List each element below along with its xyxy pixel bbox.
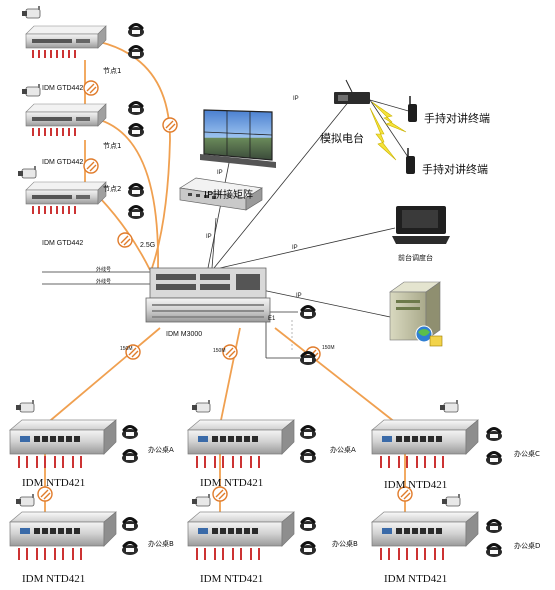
radio-icon xyxy=(334,79,370,104)
ip-links xyxy=(42,99,413,359)
phone-icon xyxy=(298,425,318,441)
camera-icon xyxy=(17,165,37,179)
phone-icon xyxy=(126,101,146,117)
console-label: 前台调度台 xyxy=(398,253,433,262)
e1-label: E1 xyxy=(268,316,276,322)
camera-icon xyxy=(191,493,211,507)
ntd-device-2: 办公桌B IDM NTD421 xyxy=(9,493,174,585)
camera-icon xyxy=(15,399,35,413)
gtd-device-a: 节点1 IDM GTD442 xyxy=(21,5,146,92)
phone-icon xyxy=(298,449,318,465)
phone-icon xyxy=(298,305,318,321)
ntd-3-model-label: IDM NTD421 xyxy=(200,477,263,489)
outer-line-2-label: 外线号 xyxy=(96,278,111,285)
camera-icon xyxy=(21,5,41,19)
fiber-right-label: 150M xyxy=(322,345,335,351)
console-icon xyxy=(392,206,450,244)
ip-wall-label: IP xyxy=(217,170,223,176)
phone-icon xyxy=(484,543,504,559)
radio-lightning xyxy=(369,101,407,161)
ring-speed-label: 2.5G xyxy=(140,242,155,249)
phone-icon xyxy=(126,23,146,39)
phone-icon xyxy=(120,425,140,441)
ntd-4-model-label: IDM NTD421 xyxy=(200,573,263,585)
video-wall-icon xyxy=(200,109,276,168)
fiber-mid-label: 150M xyxy=(213,348,226,354)
handheld-2-label: 手持对讲终端 xyxy=(422,162,488,176)
walkie-talkie-icon xyxy=(408,96,417,122)
ip-matrix-label: IP xyxy=(206,234,212,240)
ntd-2-desk-label: 办公桌B xyxy=(148,539,174,548)
ntd-device-3: 办公桌A IDM NTD421 xyxy=(187,399,356,489)
matrix-label: IP拼接矩阵 xyxy=(204,188,253,201)
ntd-2-model-label: IDM NTD421 xyxy=(22,573,85,585)
phone-icon xyxy=(126,123,146,139)
ntd-5-desk-label: 办公桌C xyxy=(514,449,540,458)
camera-icon xyxy=(15,493,35,507)
ntd-device-1: 办公桌A IDM NTD421 xyxy=(9,399,174,489)
fiber-left-label: 150M xyxy=(120,346,133,352)
ntd-3-desk-label: 办公桌A xyxy=(330,445,356,454)
server-icon xyxy=(389,281,443,347)
ntd-5-model-label: IDM NTD421 xyxy=(384,479,447,491)
phone-icon xyxy=(484,519,504,535)
radio-label: 模拟电台 xyxy=(320,131,364,145)
phone-icon xyxy=(298,541,318,557)
phone-icon xyxy=(120,541,140,557)
phone-icon xyxy=(126,205,146,221)
ip-console-label: IP xyxy=(292,245,298,251)
gtd-a-model-label: IDM GTD442 xyxy=(42,85,83,92)
gtd-c-node-label: 节点2 xyxy=(103,185,121,193)
camera-icon xyxy=(439,399,459,413)
outer-line-1-label: 外线号 xyxy=(96,266,111,273)
core-device: IDM M3000 xyxy=(145,267,271,338)
phone-icon xyxy=(298,517,318,533)
ip-server-label: IP xyxy=(296,293,302,299)
core-model-label: IDM M3000 xyxy=(166,331,202,338)
gtd-a-node-label: 节点1 xyxy=(103,67,121,75)
camera-icon xyxy=(21,83,41,97)
gtd-b-node-label: 节点1 xyxy=(103,142,121,150)
gtd-device-b: 节点1 IDM GTD442 xyxy=(21,83,146,166)
phone-icon xyxy=(126,183,146,199)
ntd-device-4: 办公桌B IDM NTD421 xyxy=(187,493,358,585)
gtd-c-model-label: IDM GTD442 xyxy=(42,240,83,247)
ntd-4-desk-label: 办公桌B xyxy=(332,539,358,548)
camera-icon xyxy=(441,493,461,507)
camera-icon xyxy=(191,399,211,413)
ntd-device-5: 办公桌C IDM NTD421 xyxy=(371,399,540,491)
gtd-b-model-label: IDM GTD442 xyxy=(42,159,83,166)
phone-icon xyxy=(120,449,140,465)
ntd-1-model-label: IDM NTD421 xyxy=(22,477,85,489)
switch-icon xyxy=(179,177,263,211)
walkie-talkie-icon xyxy=(406,148,415,174)
ntd-1-desk-label: 办公桌A xyxy=(148,445,174,454)
phone-icon xyxy=(126,45,146,61)
phone-icon xyxy=(484,427,504,443)
phone-icon xyxy=(484,451,504,467)
ip-radio-label: IP xyxy=(293,96,299,102)
ntd-device-6: 办公桌D IDM NTD421 xyxy=(371,493,540,585)
ntd-6-desk-label: 办公桌D xyxy=(514,541,540,550)
phone-icon xyxy=(120,517,140,533)
gtd-device-c: 节点2 IDM GTD442 xyxy=(17,165,146,247)
handheld-1-label: 手持对讲终端 xyxy=(424,111,490,125)
ntd-6-model-label: IDM NTD421 xyxy=(384,573,447,585)
